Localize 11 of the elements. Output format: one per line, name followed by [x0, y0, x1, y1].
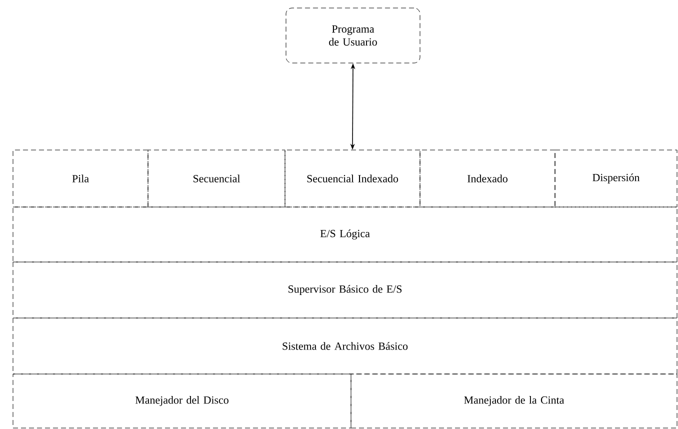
layer-box: Pila: [12, 150, 148, 208]
layer-box: E/S Lógica: [12, 206, 678, 262]
layer-box: Secuencial: [148, 150, 286, 208]
layer-box: Manejador del Disco: [12, 374, 352, 428]
layer-box: Supervisor Básico de E/S: [12, 262, 678, 318]
layer-box: Manejador de la Cinta: [350, 374, 678, 428]
program-box: Programa de Usuario: [286, 8, 420, 64]
layer-box: Indexado: [420, 150, 556, 208]
layer-box: Dispersión: [554, 150, 678, 208]
layer-box: Secuencial Indexado: [284, 150, 420, 208]
layer-box: Sistema de Archivos Básico: [12, 318, 678, 374]
